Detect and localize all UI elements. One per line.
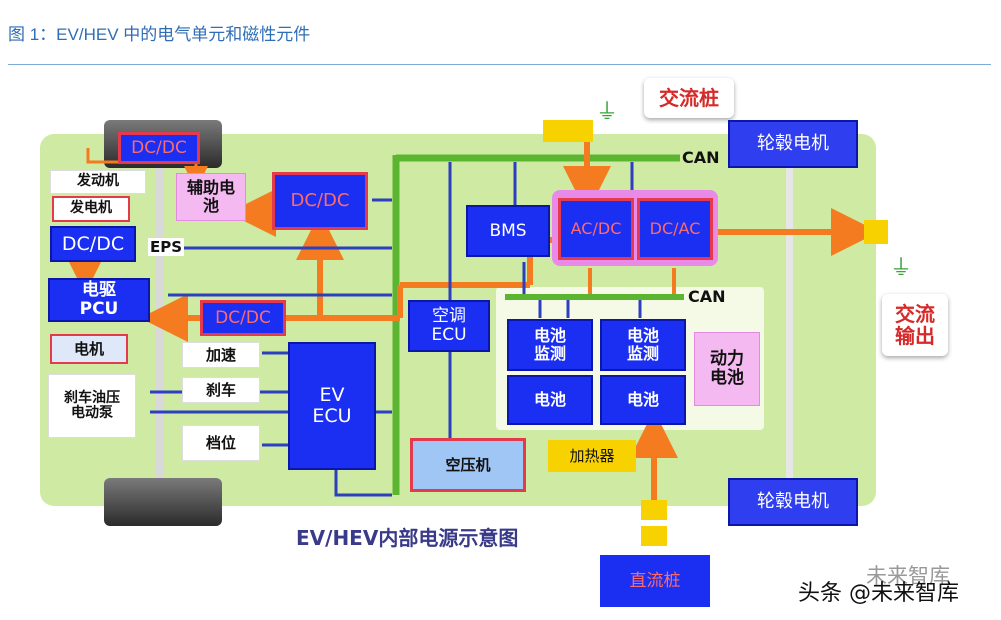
diagram-title: EV/HEV内部电源示意图 xyxy=(296,526,519,550)
dcdc-mid-module: DC/DC xyxy=(200,300,286,336)
dc-inlet-connector-1 xyxy=(641,500,667,520)
ac-output-label: 交流输出 xyxy=(882,294,948,356)
bms-module: BMS xyxy=(466,205,550,257)
ac-pile-label: 交流桩 xyxy=(644,78,734,118)
eps-label: EPS xyxy=(148,238,185,256)
dcdc-center-module: DC/DC xyxy=(272,172,368,230)
watermark-overlay: 未来智库 xyxy=(866,564,950,588)
dcac-module: DC/AC xyxy=(637,198,713,260)
accel-pedal-label: 加速 xyxy=(182,342,260,368)
dcdc-top-module: DC/DC xyxy=(118,132,200,164)
battery-cell-2: 电池 xyxy=(600,375,686,425)
generator-module: 发电机 xyxy=(52,196,130,222)
plug-icon: ⏚ xyxy=(596,100,619,125)
heater-module: 加热器 xyxy=(548,440,636,472)
brake-pump-label: 刹车油压电动泵 xyxy=(48,374,136,438)
hub-motor-bottom: 轮毂电机 xyxy=(728,478,858,526)
battery-monitor-1: 电池监测 xyxy=(507,319,593,371)
power-battery-label: 动力电池 xyxy=(694,332,760,406)
watermark: 头条 @未来智库 xyxy=(798,581,959,606)
hub-motor-top: 轮毂电机 xyxy=(728,120,858,168)
figure-caption: 图 1：EV/HEV 中的电气单元和磁性元件 xyxy=(8,25,311,44)
dc-pile-module: 直流桩 xyxy=(600,555,710,607)
ac-ecu-module: 空调 ECU xyxy=(408,300,490,352)
brake-pedal-label: 刹车 xyxy=(182,377,260,403)
battery-cell-1: 电池 xyxy=(507,375,593,425)
pcu-module: 电驱PCU xyxy=(48,278,150,322)
dcdc-left-module: DC/DC xyxy=(50,226,136,262)
rear-wheel-icon xyxy=(104,478,222,526)
compressor-module: 空压机 xyxy=(410,438,526,492)
acdc-module: AC/DC xyxy=(558,198,634,260)
can-bus-label-mid: CAN xyxy=(688,287,726,306)
dc-inlet-connector-2 xyxy=(641,526,667,546)
ac-output-connector xyxy=(864,220,888,244)
ev-ecu-module: EV ECU xyxy=(288,342,376,470)
motor-module: 电机 xyxy=(50,334,128,364)
gear-label: 档位 xyxy=(182,425,260,461)
hub-motor-axle xyxy=(786,168,793,486)
output-plug-icon: ⏚ xyxy=(890,256,913,281)
engine-label: 发动机 xyxy=(50,170,146,194)
ac-inlet-connector xyxy=(543,120,593,142)
aux-battery-module: 辅助电池 xyxy=(176,173,246,221)
caption-divider xyxy=(8,64,991,65)
can-bus-label-top: CAN xyxy=(682,148,720,167)
battery-monitor-2: 电池监测 xyxy=(600,319,686,371)
